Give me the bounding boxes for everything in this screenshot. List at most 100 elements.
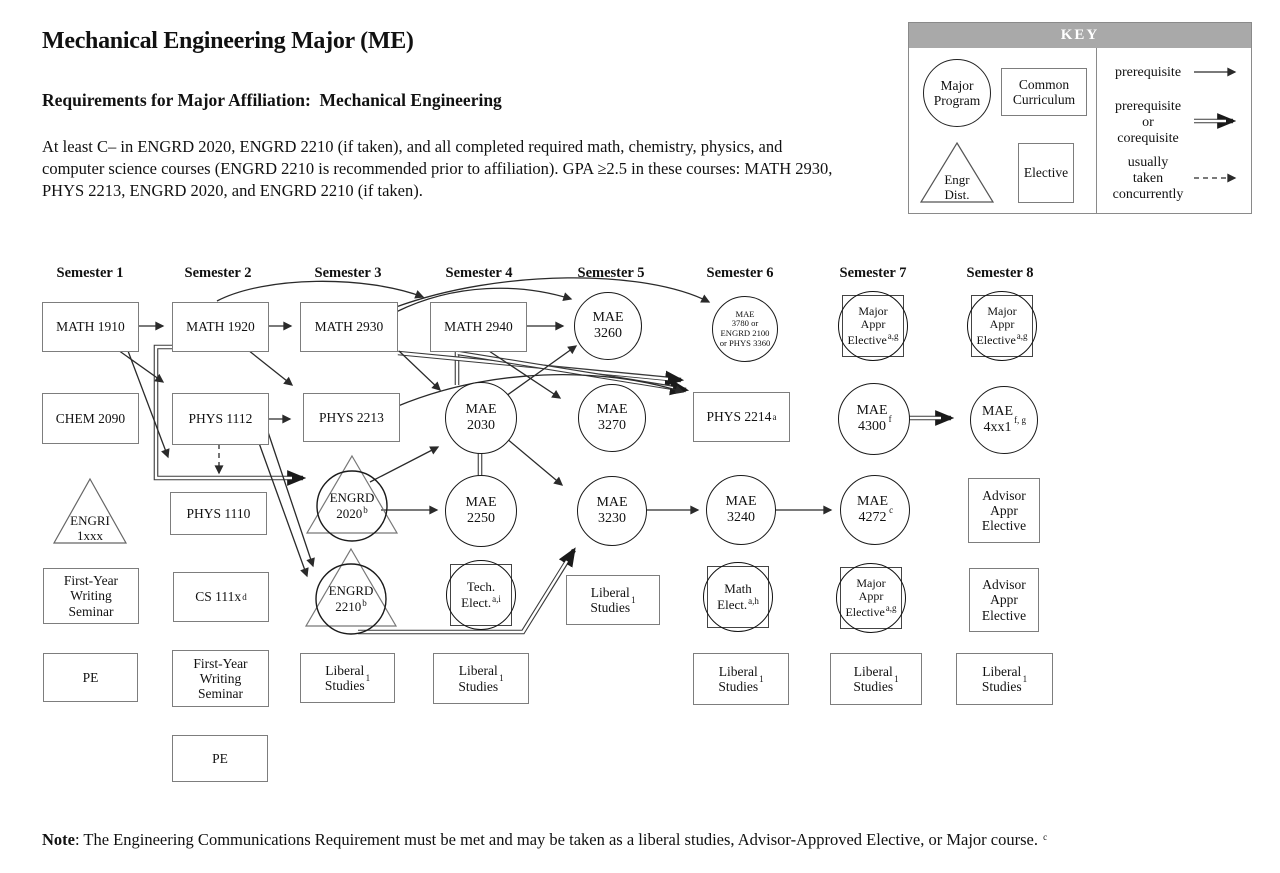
semester-5-header: Semester 5 <box>577 265 645 281</box>
course-mae-3260: MAE 3260 <box>574 292 642 360</box>
course-label: Advisor Appr Elective <box>981 577 1027 623</box>
footnote-sup: 1 <box>631 594 636 605</box>
course-label: PHYS 1110 <box>186 505 251 521</box>
note-label: Note <box>42 830 75 849</box>
course-math-2940: MATH 2940 <box>430 302 527 352</box>
course-label: CS 111x <box>195 589 242 605</box>
course-major-appr-elective-s7: Major Appr Electivea,g <box>838 291 908 361</box>
key-engr-dist-label: Engr Dist. <box>944 172 970 202</box>
footnote-sup: a,g <box>887 330 899 341</box>
course-label: MATH 1910 <box>56 319 125 335</box>
course-label: MATH 2930 <box>314 319 384 335</box>
key-prerequisite-arrow-icon <box>1194 67 1237 77</box>
footnote-sup: 1 <box>1022 673 1028 684</box>
course-engrd-2020: ENGRD 2020b <box>304 453 400 543</box>
footnote-sup: b <box>362 597 367 608</box>
semester-4-header: Semester 4 <box>445 265 513 281</box>
key-prereq-or-coreq-label: prerequisite or corequisite <box>1114 99 1182 147</box>
course-math-1920: MATH 1920 <box>172 302 269 352</box>
course-label: ENGRI 1xxx <box>70 513 110 543</box>
course-label: Major Appr Elective <box>845 576 886 619</box>
course-label: Liberal Studies <box>324 662 365 693</box>
semester-6-header: Semester 6 <box>706 265 774 281</box>
triangle-circle-icon <box>305 454 399 542</box>
key-prerequisite-label: prerequisite <box>1114 65 1182 80</box>
footnote-sup: f, g <box>1014 414 1027 425</box>
course-advisor-appr-elective-2: Advisor Appr Elective <box>969 568 1039 632</box>
course-label: PE <box>212 750 228 766</box>
key-common-curriculum-rect: Common Curriculum <box>1001 68 1087 116</box>
circle-outline <box>838 291 908 361</box>
course-label: Liberal Studies <box>981 663 1022 694</box>
footnote-sup: a,i <box>492 593 501 604</box>
course-label: MAE 3270 <box>596 402 628 433</box>
course-label: MAE 4272 <box>856 494 889 525</box>
course-label: Major Appr Elective <box>976 304 1017 347</box>
footnote-sup: a <box>772 411 777 422</box>
triangle-circle-icon <box>304 547 398 635</box>
course-label: Liberal Studies <box>718 663 759 694</box>
course-math-1910: MATH 1910 <box>42 302 139 352</box>
key-common-curriculum-label: Common Curriculum <box>1012 76 1076 107</box>
course-pe-1: PE <box>43 653 138 702</box>
course-mae-2030: MAE 2030 <box>445 382 517 454</box>
course-mae-2250: MAE 2250 <box>445 475 517 547</box>
key-concurrent-label: usually taken concurrently <box>1112 155 1184 203</box>
circle-outline <box>703 562 773 632</box>
course-label: MAE 2250 <box>465 495 497 526</box>
key-engr-dist-triangle: Engr Dist. <box>919 141 995 205</box>
footnote-sup: 1 <box>499 673 504 684</box>
course-label: Liberal Studies <box>853 663 894 694</box>
course-label: Advisor Appr Elective <box>981 487 1027 534</box>
semester-3-header: Semester 3 <box>314 265 382 281</box>
course-math-2930: MATH 2930 <box>300 302 398 352</box>
course-label: Liberal Studies <box>458 663 499 694</box>
course-label: PHYS 2213 <box>319 409 384 425</box>
footnote-sup: 1 <box>894 673 899 684</box>
footnote-sup: b <box>363 504 368 515</box>
course-label: MAE 3260 <box>592 310 624 341</box>
course-label: MAE 3230 <box>596 495 628 526</box>
course-label: CHEM 2090 <box>55 410 126 426</box>
affiliation-requirements-text: At least C– in ENGRD 2020, ENGRD 2210 (i… <box>42 136 892 202</box>
course-advisor-appr-elective-1: Advisor Appr Elective <box>968 478 1040 543</box>
course-label: ENGRD 2210 <box>328 583 374 614</box>
course-mae-3240: MAE 3240 <box>706 475 776 545</box>
footnote-sup: a,g <box>1016 330 1028 341</box>
course-label: MAE 3780 or ENGRD 2100 or PHYS 3360 <box>719 308 771 348</box>
footnote-sup: c <box>889 504 894 515</box>
course-label: PHYS 2214 <box>706 409 772 425</box>
triangle-icon <box>52 477 128 544</box>
note-text: : The Engineering Communications Require… <box>74 830 1043 849</box>
course-first-year-writing-seminar-1: First-Year Writing Seminar <box>43 568 139 624</box>
key-major-program-circle: Major Program <box>923 59 991 127</box>
course-chem-2090: CHEM 2090 <box>42 393 139 444</box>
key-divider <box>1096 48 1097 213</box>
course-mae-3780-or-engrd-2100-or-phys-3360: MAE 3780 or ENGRD 2100 or PHYS 3360 <box>712 296 778 362</box>
course-major-appr-elective-s7b: Major Appr Electivea,g <box>836 563 906 633</box>
course-label: MATH 1920 <box>186 319 255 335</box>
footnote-sup: d <box>242 591 247 602</box>
footnote-sup: a,g <box>885 602 897 613</box>
key-major-program-label: Major Program <box>933 77 981 108</box>
body-line: At least C– in ENGRD 2020, ENGRD 2210 (i… <box>42 137 783 156</box>
triangle-icon <box>919 141 995 203</box>
footnote-sup: c <box>1043 832 1048 842</box>
course-label: First-Year Writing Seminar <box>63 573 119 619</box>
course-label: PHYS 1112 <box>188 411 253 427</box>
course-label: MAE 4300 <box>856 403 888 434</box>
course-engri-1xxx: ENGRI 1xxx <box>52 476 128 546</box>
course-tech-elective: Tech. Elect.a,i <box>446 560 516 630</box>
key-concurrent-arrow-icon <box>1194 173 1237 183</box>
circle-outline <box>836 563 906 633</box>
